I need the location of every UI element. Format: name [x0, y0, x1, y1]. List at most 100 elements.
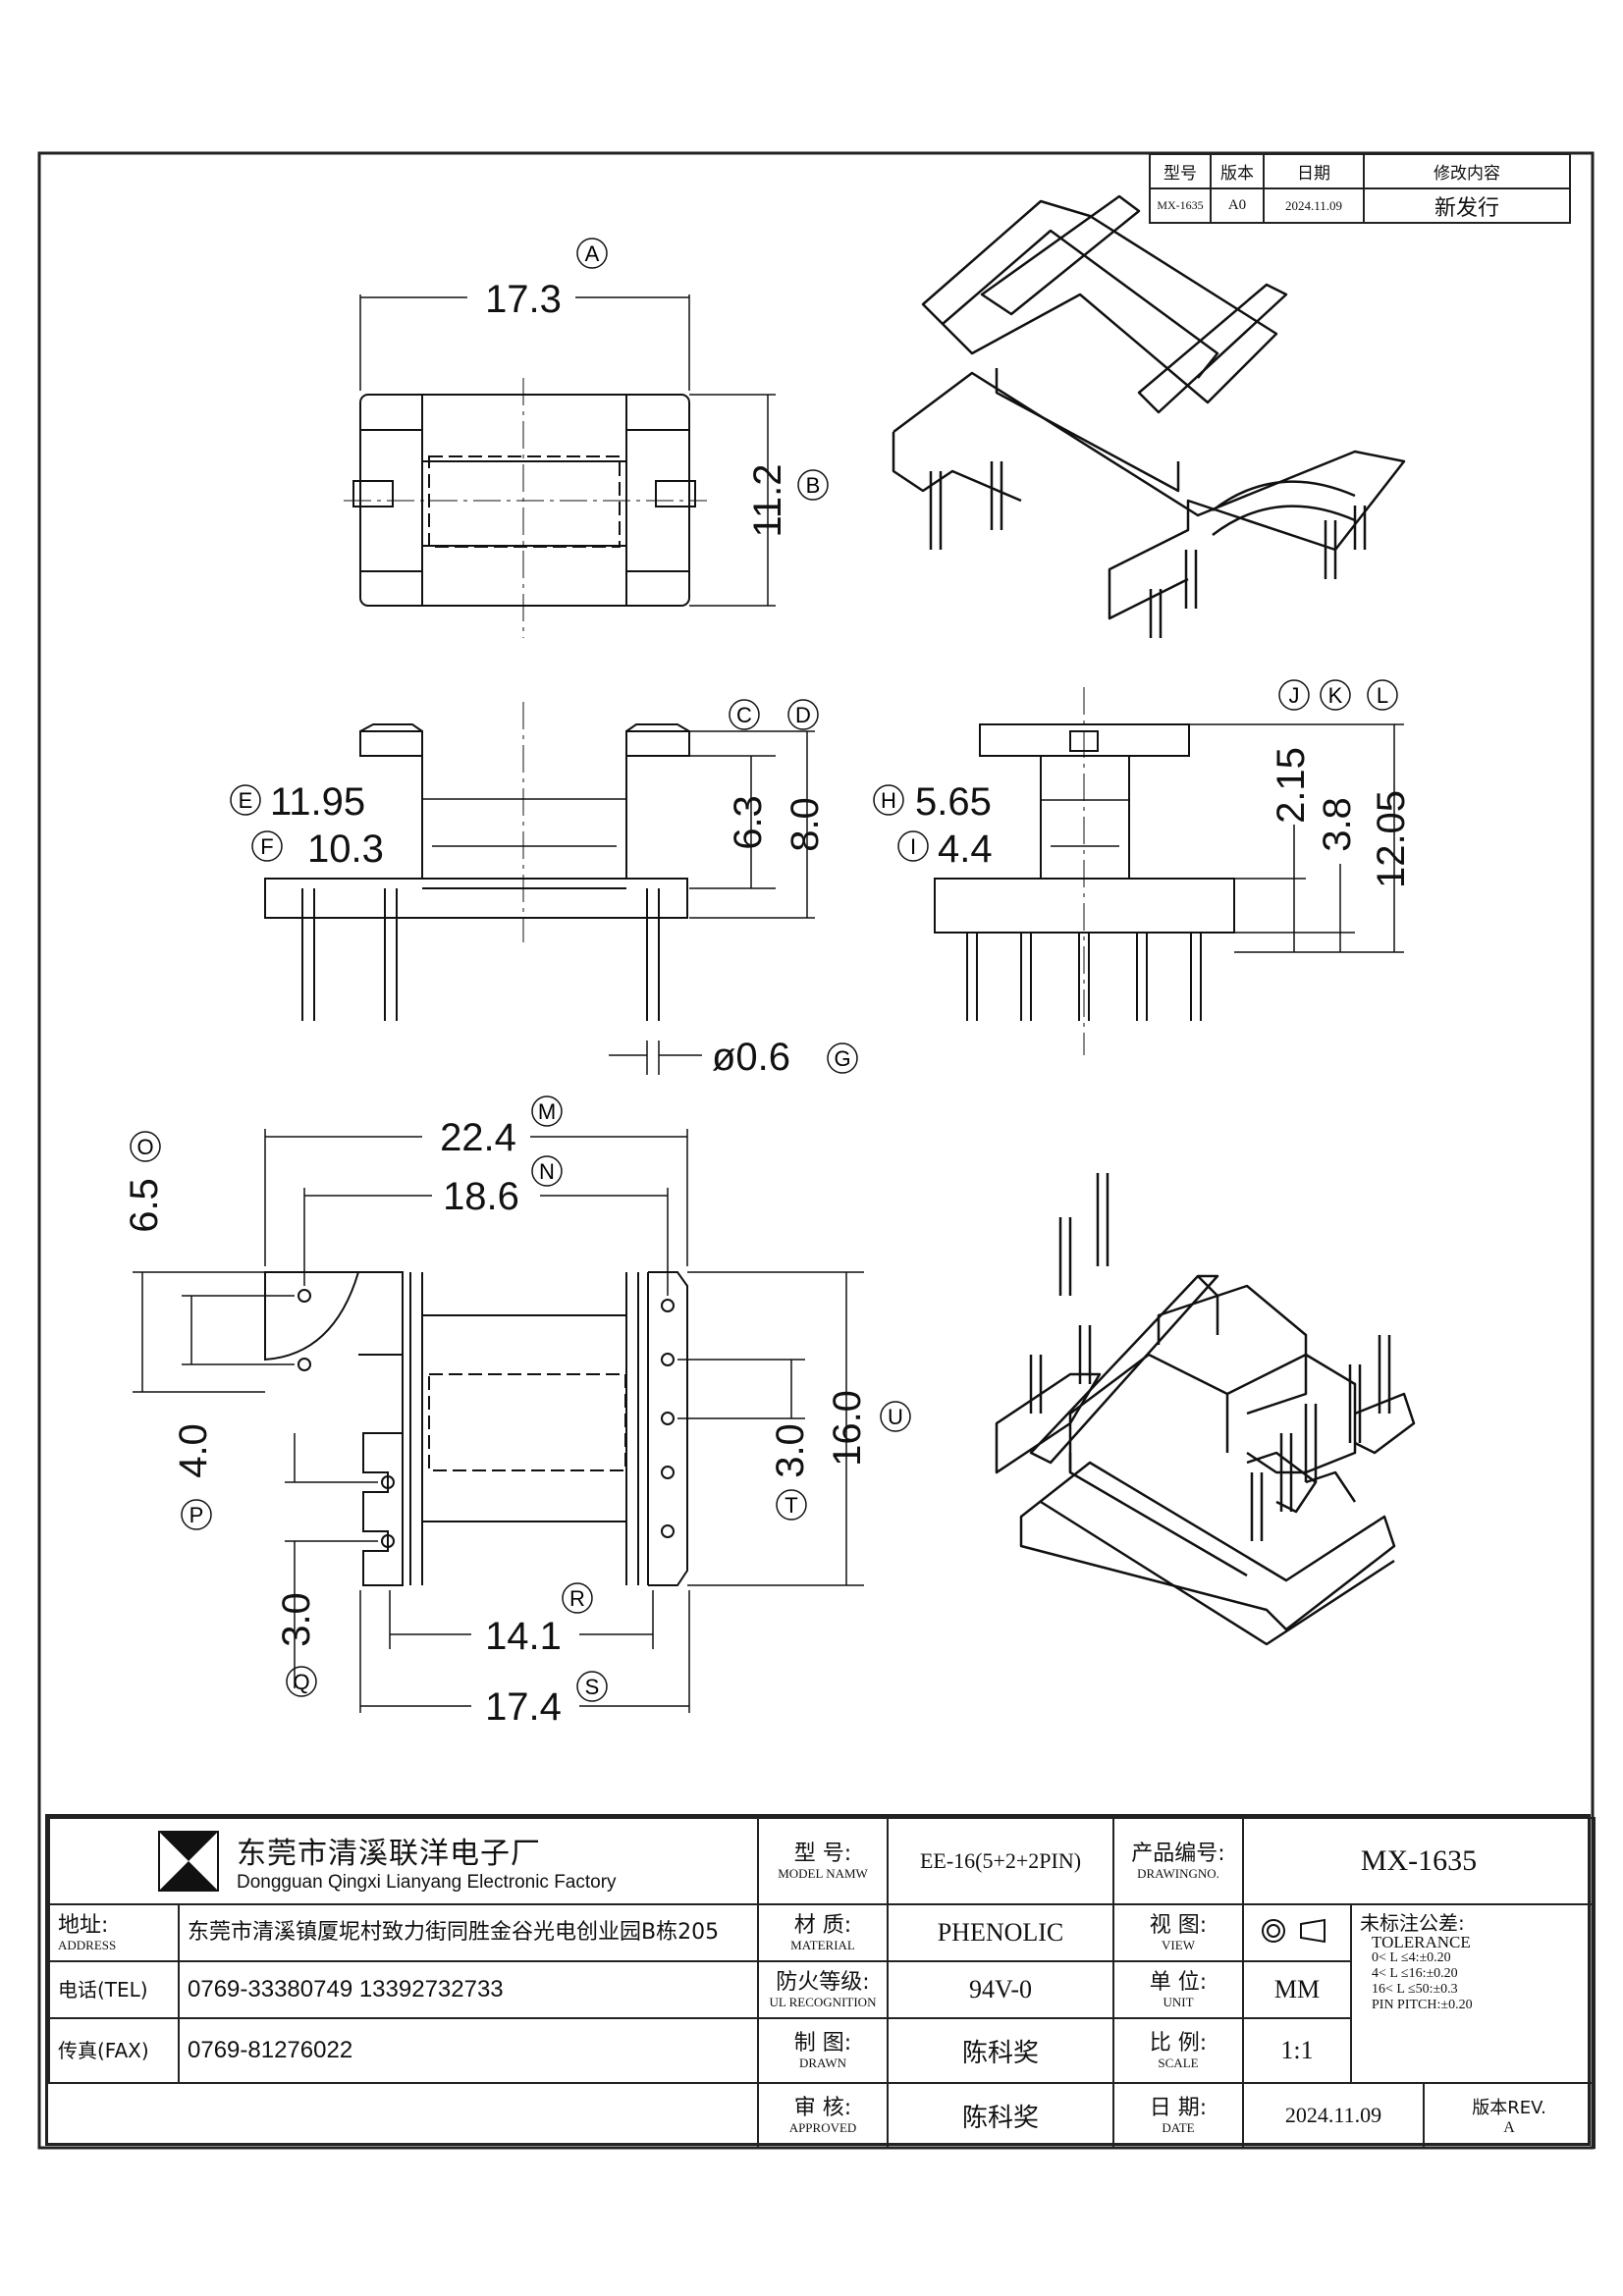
- scale-value: 1:1: [1242, 2017, 1352, 2084]
- dim-H-label: 5.65: [915, 780, 992, 824]
- dim-J-label: 2.15: [1270, 747, 1313, 824]
- callout-G: G: [827, 1042, 858, 1074]
- callout-M: M: [531, 1095, 563, 1127]
- drawn-label: 制 图:DRAWN: [757, 2017, 889, 2084]
- callout-P: P: [181, 1499, 212, 1530]
- rev-header-date: 日期: [1263, 153, 1365, 189]
- date-value: 2024.11.09: [1242, 2082, 1425, 2149]
- tolerance-line-1: 0< L ≤4:±0.20: [1372, 1950, 1451, 1965]
- drawingno-label: 产品编号:DRAWINGNO.: [1112, 1817, 1244, 1905]
- svg-text:I: I: [910, 834, 916, 859]
- tolerance-title-en: TOLERANCE: [1372, 1933, 1471, 1951]
- dim-G-label: ø0.6: [712, 1036, 790, 1079]
- revision-table: 型号 版本 日期 修改内容 MX-1635 A0 2024.11.09 新发行: [1149, 153, 1571, 224]
- callout-H: H: [873, 784, 904, 816]
- model-label: 型 号:MODEL NAMW: [757, 1817, 889, 1905]
- front-view: [264, 702, 815, 1075]
- dim-E-label: 11.95: [270, 780, 365, 824]
- callout-D: D: [787, 699, 819, 730]
- tel-label: 电话(TEL): [48, 1960, 180, 2019]
- material-value: PHENOLIC: [887, 1903, 1114, 1962]
- dim-K-label: 3.8: [1316, 797, 1359, 852]
- dim-N-label: 18.6: [443, 1175, 519, 1218]
- svg-text:O: O: [136, 1135, 153, 1159]
- title-block: 东莞市清溪联洋电子厂 Dongguan Qingxi Lianyang Elec…: [45, 1814, 1596, 2149]
- svg-text:T: T: [784, 1493, 797, 1518]
- svg-text:A: A: [585, 241, 600, 266]
- callout-O: O: [130, 1131, 161, 1162]
- callout-K: K: [1320, 679, 1351, 711]
- tolerance-line-4: PIN PITCH:±0.20: [1372, 1998, 1473, 2012]
- tolerance-cell: 未标注公差: TOLERANCE 0< L ≤4:±0.20 4< L ≤16:…: [1349, 1903, 1596, 2084]
- svg-text:F: F: [260, 834, 273, 859]
- svg-text:N: N: [539, 1159, 555, 1184]
- fax-value: 0769-81276022: [178, 2017, 759, 2084]
- material-label: 材 质:MATERIAL: [757, 1903, 889, 1962]
- svg-text:U: U: [888, 1405, 903, 1429]
- callout-N: N: [531, 1155, 563, 1187]
- callout-C: C: [729, 699, 760, 730]
- dim-S-label: 17.4: [485, 1685, 562, 1729]
- callout-T: T: [776, 1489, 807, 1521]
- dim-O-label: 6.5: [123, 1178, 166, 1233]
- dim-C-label: 6.3: [727, 795, 770, 850]
- svg-text:P: P: [189, 1503, 204, 1527]
- callout-R: R: [562, 1582, 593, 1614]
- callout-E: E: [230, 784, 261, 816]
- callout-L: L: [1367, 679, 1398, 711]
- scale-label: 比 例:SCALE: [1112, 2017, 1244, 2084]
- rev-model: MX-1635: [1149, 187, 1212, 224]
- company-cell: 东莞市清溪联洋电子厂 Dongguan Qingxi Lianyang Elec…: [48, 1817, 759, 1905]
- dim-Q-label: 3.0: [275, 1592, 318, 1647]
- callout-F: F: [251, 830, 283, 862]
- dim-I-label: 4.4: [938, 828, 993, 871]
- dim-L-label: 12.05: [1370, 790, 1413, 888]
- svg-text:B: B: [806, 473, 821, 498]
- unit-label: 单 位:UNIT: [1112, 1960, 1244, 2019]
- callout-A: A: [576, 238, 608, 269]
- callout-S: S: [576, 1671, 608, 1702]
- model-value: EE-16(5+2+2PIN): [887, 1817, 1114, 1905]
- svg-text:J: J: [1289, 683, 1300, 708]
- company-name-en: Dongguan Qingxi Lianyang Electronic Fact…: [237, 1872, 617, 1893]
- fax-label: 传真(FAX): [48, 2017, 180, 2084]
- callout-J: J: [1278, 679, 1310, 711]
- dim-R-label: 14.1: [485, 1615, 562, 1658]
- tolerance-line-3: 16< L ≤50:±0.3: [1372, 1982, 1458, 1997]
- approved-label: 审 核:APPROVED: [757, 2082, 889, 2149]
- ul-value: 94V-0: [887, 1960, 1114, 2019]
- rev-changes: 新发行: [1363, 187, 1571, 224]
- view-label: 视 图:VIEW: [1112, 1903, 1244, 1962]
- svg-text:H: H: [881, 788, 896, 813]
- side-view: [934, 687, 1404, 1055]
- company-name-cn: 东莞市清溪联洋电子厂: [237, 1837, 541, 1871]
- tolerance-line-2: 4< L ≤16:±0.20: [1372, 1966, 1458, 1981]
- svg-text:C: C: [736, 703, 752, 727]
- isometric-view-top: [892, 194, 1406, 638]
- svg-text:S: S: [585, 1675, 600, 1699]
- tolerance-title-cn: 未标注公差:: [1360, 1911, 1465, 1935]
- rev-header-model: 型号: [1149, 153, 1212, 189]
- approved-value: 陈科奖: [887, 2082, 1114, 2149]
- svg-text:R: R: [569, 1586, 585, 1611]
- drawingno-value: MX-1635: [1241, 1817, 1596, 1905]
- dim-P-label: 4.0: [172, 1423, 215, 1478]
- sheet-border: [37, 151, 1595, 2150]
- company-logo-icon: [158, 1831, 219, 1892]
- dim-D-label: 8.0: [784, 797, 827, 852]
- callout-U: U: [880, 1401, 911, 1432]
- projection-symbol: [1242, 1903, 1352, 1962]
- rev-date: 2024.11.09: [1263, 187, 1365, 224]
- svg-text:K: K: [1328, 683, 1343, 708]
- projection-icon: [1262, 1918, 1325, 1943]
- unit-value: MM: [1242, 1960, 1352, 2019]
- svg-text:L: L: [1377, 683, 1388, 708]
- ul-label: 防火等级:UL RECOGNITION: [757, 1960, 889, 2019]
- address-label: 地址:ADDRESS: [48, 1903, 180, 1962]
- svg-text:M: M: [538, 1099, 556, 1124]
- callout-B: B: [797, 469, 829, 501]
- tel-value: 0769-33380749 13392732733: [178, 1960, 759, 2019]
- rev-header-changes: 修改内容: [1363, 153, 1571, 189]
- dim-T-label: 3.0: [769, 1423, 812, 1478]
